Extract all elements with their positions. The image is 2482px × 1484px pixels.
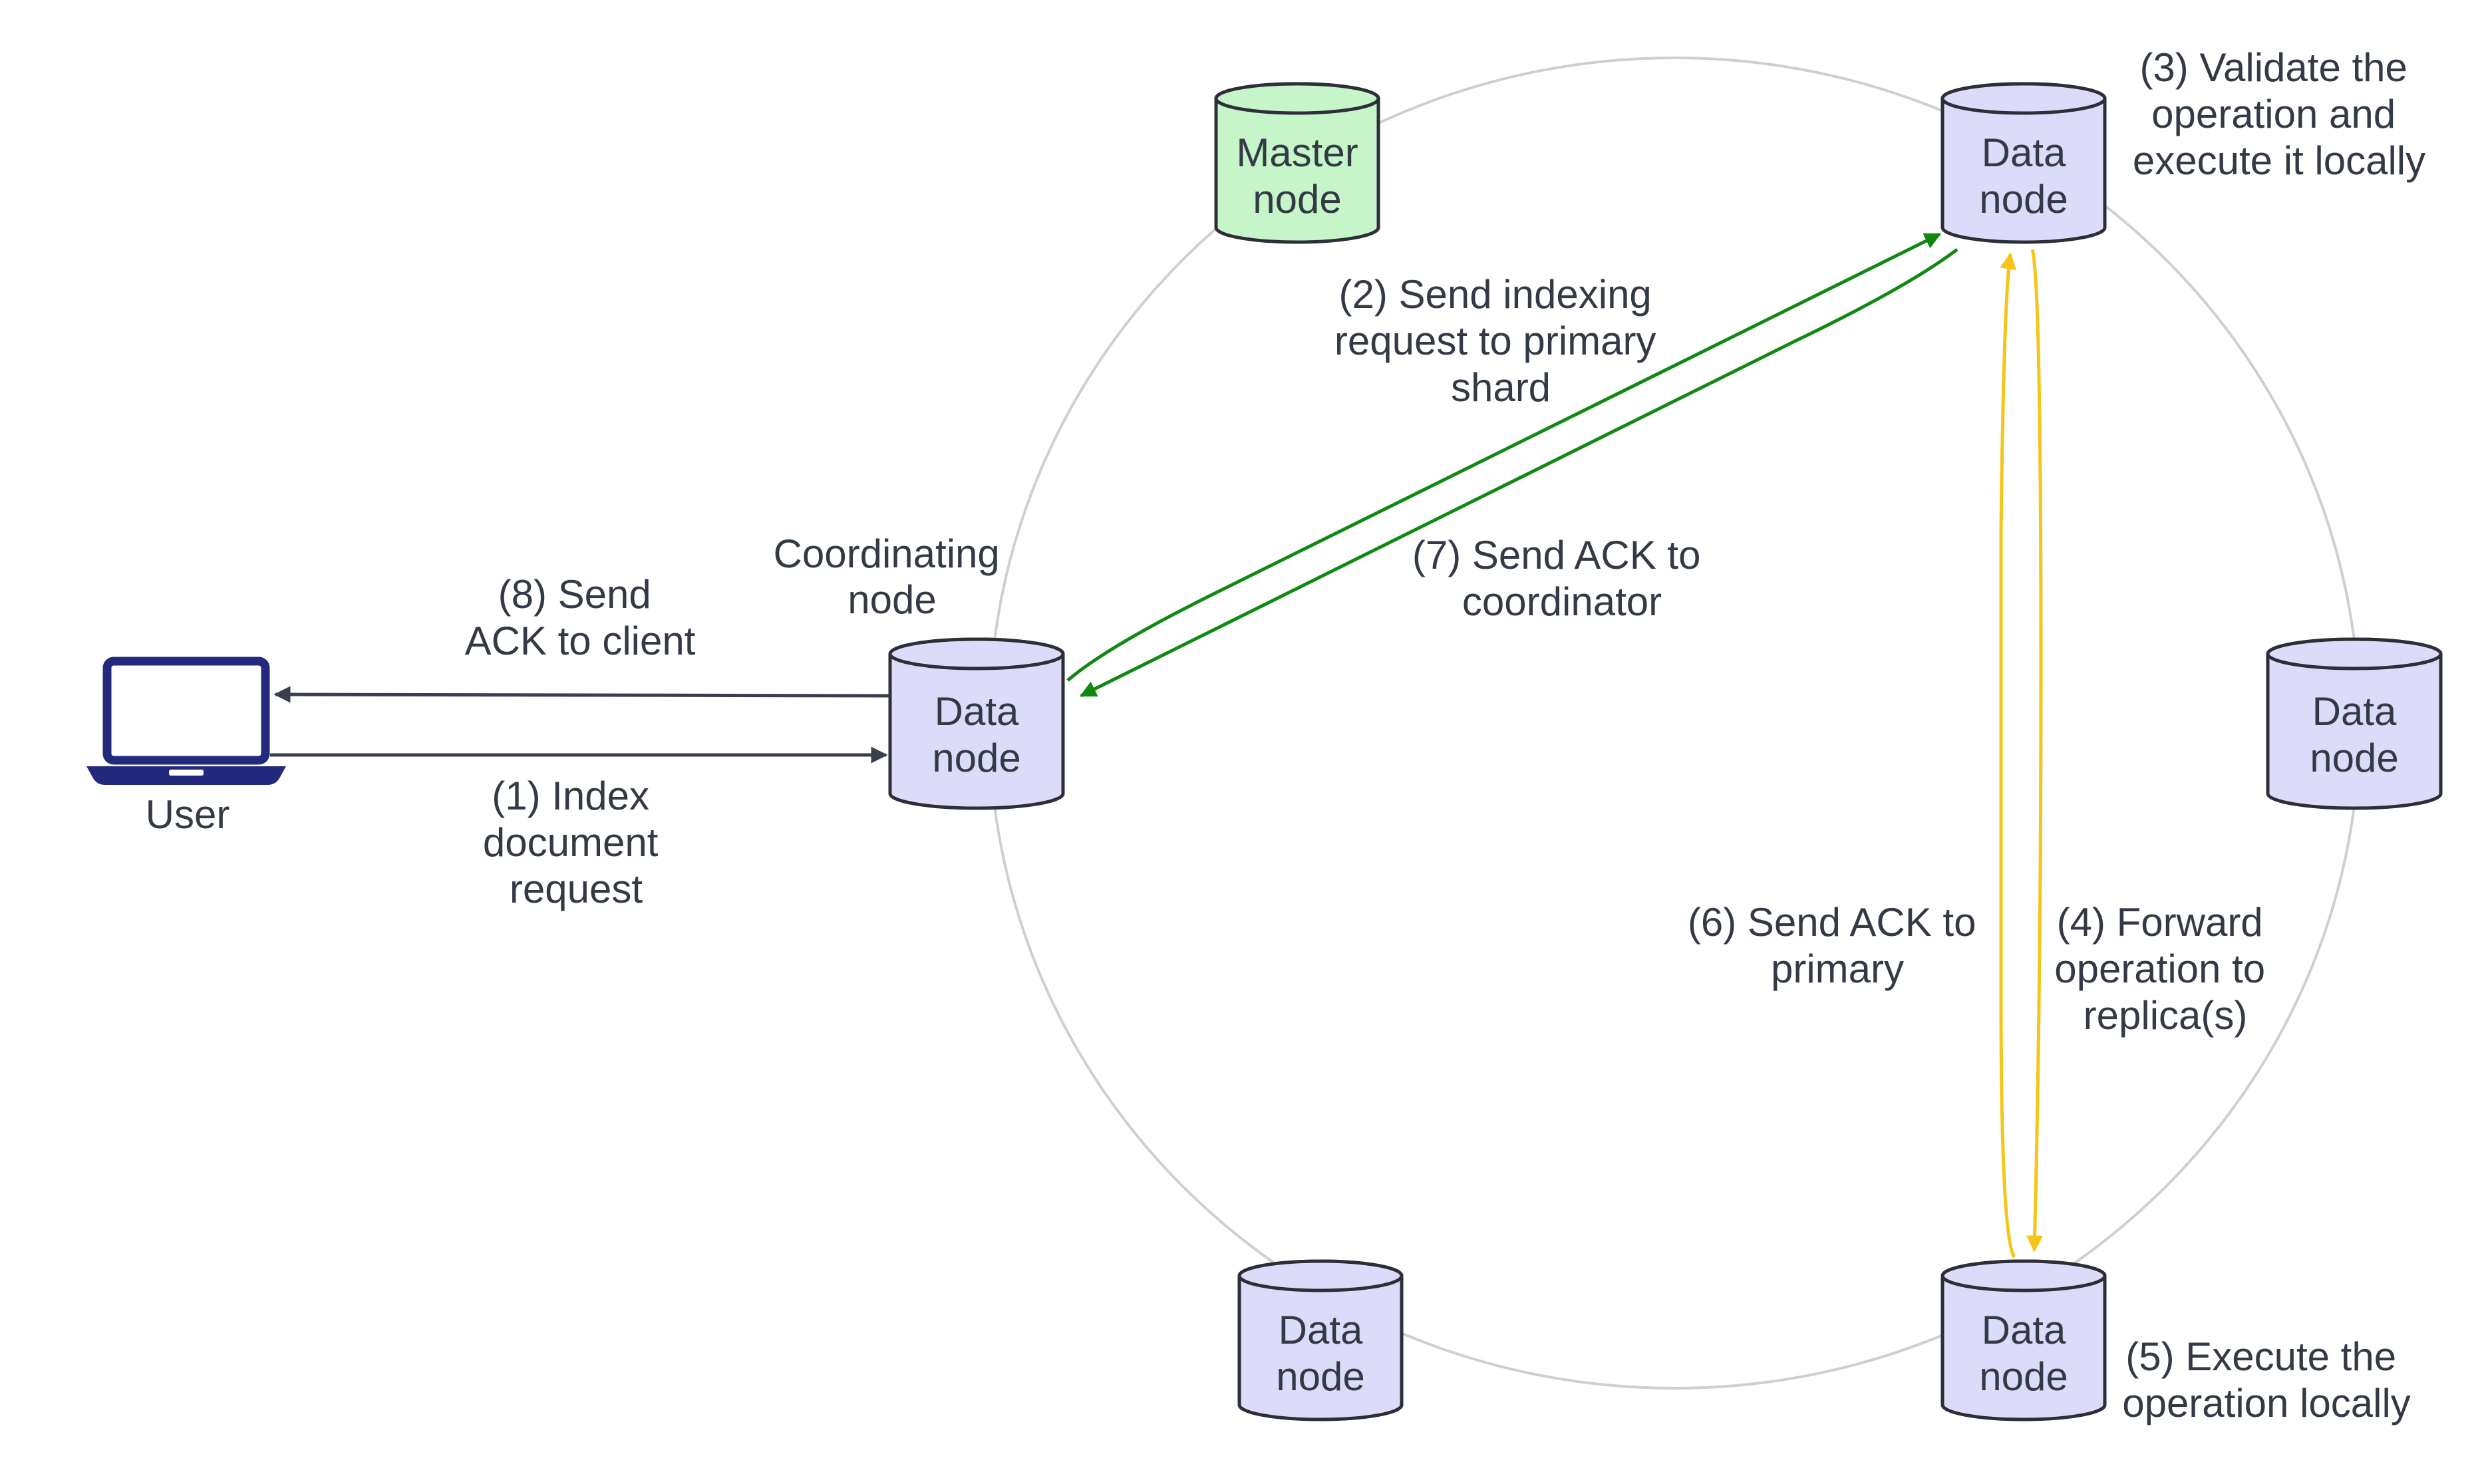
step-6-label: (6) Send ACK to primary <box>1688 900 1987 991</box>
bottom-left-node-label-line2: node <box>1276 1354 1364 1399</box>
right-node-label-line2: node <box>2310 736 2398 780</box>
master-node-label-line1: Master <box>1236 130 1358 175</box>
laptop-icon <box>86 657 286 785</box>
bottom-left-node-label-line1: Data <box>1279 1308 1363 1352</box>
arrow-ack-to-client <box>273 686 891 703</box>
step-1-label: (1) Index document request <box>483 774 669 911</box>
replica-node-label-line1: Data <box>1982 1308 2066 1352</box>
coordinating-node-label-line2: node <box>932 736 1020 780</box>
step-2-label: (2) Send indexing request to primary sha… <box>1334 272 1667 410</box>
master-node-label-line2: node <box>1253 177 1341 222</box>
step-7-label: (7) Send ACK to coordinator <box>1412 533 1712 624</box>
coordinating-data-node: Data node <box>888 637 1065 810</box>
primary-data-node: Data node <box>1940 82 2107 244</box>
coordinating-node-label-line1: Data <box>935 689 1019 734</box>
replica-node-label-line2: node <box>1979 1354 2068 1399</box>
master-node: Master node <box>1214 82 1380 244</box>
arrow-indexing-request-to-primary <box>1066 232 1942 682</box>
step-3-label: (3) Validate the operation and execute i… <box>2133 45 2425 183</box>
coordinating-node-caption: Coordinating node <box>774 531 1011 622</box>
primary-node-label-line1: Data <box>1982 130 2066 175</box>
right-node-label-line1: Data <box>2312 689 2397 734</box>
bottom-left-data-node: Data node <box>1237 1259 1404 1421</box>
arrow-ack-to-coordinator <box>1079 248 1958 698</box>
right-data-node: Data node <box>2266 637 2443 810</box>
step-4-label: (4) Forward operation to replica(s) <box>2054 900 2276 1038</box>
primary-node-label-line2: node <box>1979 177 2068 222</box>
cluster-ring <box>988 57 2361 1390</box>
replica-data-node: Data node <box>1940 1259 2107 1421</box>
arrow-ack-to-primary <box>1999 252 2017 1259</box>
step-5-label: (5) Execute the operation locally <box>2122 1334 2411 1425</box>
step-8-label: (8) Send ACK to client <box>465 572 696 663</box>
arrow-forward-to-replica <box>2026 249 2044 1253</box>
user-label: User <box>146 792 230 837</box>
